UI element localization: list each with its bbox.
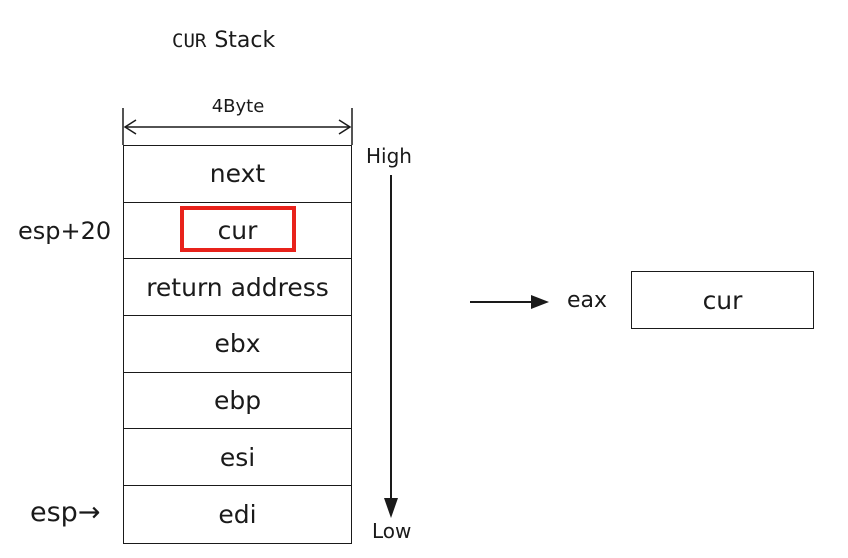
diagram-title: CUR Stack: [172, 28, 275, 58]
width-label: 4Byte: [211, 96, 265, 117]
stack-cell-return-address: return address: [124, 259, 351, 317]
title-code: CUR: [172, 30, 207, 52]
stack-cell-esi: esi: [124, 429, 351, 487]
register-value-box: cur: [631, 271, 814, 329]
stack-cell-ebx: ebx: [124, 316, 351, 373]
stack-cell-edi: edi: [218, 499, 257, 529]
esp-label: esp→: [30, 497, 101, 528]
esp-offset-label: esp+20: [18, 217, 112, 245]
direction-arrow: [384, 175, 398, 518]
register-name: eax: [567, 288, 608, 313]
title-word: Stack: [214, 28, 276, 53]
low-label: Low: [372, 519, 412, 543]
stack-cell-next: next: [124, 146, 351, 203]
stack-frame: next cur return address ebx ebp esi edi: [123, 145, 352, 544]
eax-arrow: [470, 295, 549, 309]
highlight-box: [180, 206, 296, 252]
high-label: High: [366, 144, 412, 168]
stack-cell-cur: cur: [124, 203, 351, 260]
stack-cell-ebp: ebp: [124, 373, 351, 430]
